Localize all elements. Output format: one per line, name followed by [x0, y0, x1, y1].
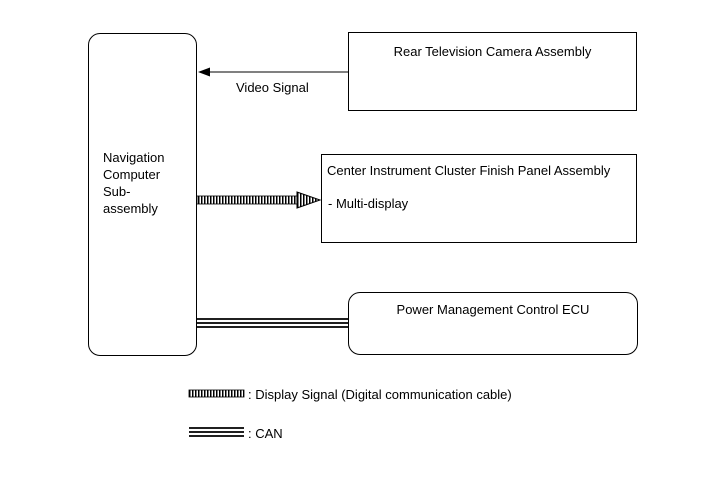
legend-display-label: : Display Signal (Digital communication …	[248, 387, 512, 402]
nav-label-line-2: Computer	[103, 167, 161, 182]
legend-display-symbol	[188, 389, 245, 398]
nav-label-line-1: Navigation	[103, 150, 165, 165]
legend-can-symbol	[189, 427, 244, 437]
navigation-computer-box: Navigation Computer Sub- assembly	[88, 33, 197, 356]
rear-camera-box: Rear Television Camera Assembly	[348, 32, 637, 111]
legend-can-label: : CAN	[248, 426, 283, 441]
display-signal-cable	[196, 191, 322, 209]
video-signal-arrow	[198, 67, 348, 77]
power-ecu-label: Power Management Control ECU	[396, 302, 590, 317]
instrument-cluster-box: Center Instrument Cluster Finish Panel A…	[321, 154, 637, 243]
rear-camera-label: Rear Television Camera Assembly	[393, 44, 592, 59]
can-bus-line	[197, 318, 348, 328]
multi-display-label: - Multi-display	[328, 196, 409, 211]
video-signal-label: Video Signal	[236, 80, 309, 95]
instrument-cluster-label: Center Instrument Cluster Finish Panel A…	[327, 163, 611, 178]
nav-label-line-4: assembly	[103, 201, 158, 216]
nav-label-line-3: Sub-	[103, 184, 131, 199]
power-ecu-box: Power Management Control ECU	[348, 292, 638, 355]
